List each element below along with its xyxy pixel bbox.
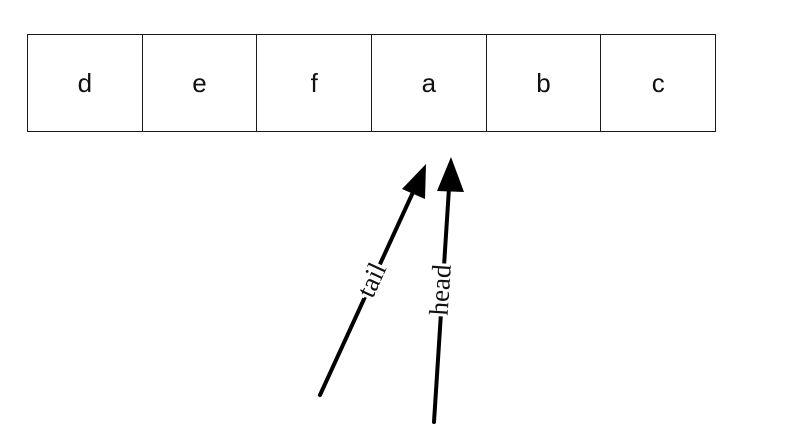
cell-label: f	[310, 67, 318, 98]
tail-arrowhead	[402, 164, 426, 199]
buffer-cell-2: f	[257, 35, 373, 131]
cell-label: d	[77, 67, 93, 98]
cell-label: e	[192, 67, 207, 98]
tail-pointer-arrow: tail	[318, 164, 426, 397]
tail-label: tail	[351, 258, 393, 302]
head-pointer-arrow: head	[421, 157, 464, 424]
buffer-cell-5: c	[601, 35, 715, 131]
buffer-cell-0: d	[28, 35, 143, 131]
tail-arrow-shaft	[318, 188, 416, 397]
cell-label: b	[536, 67, 551, 98]
buffer-cell-4: b	[487, 35, 602, 131]
cell-label: a	[421, 67, 437, 98]
cell-label: c	[651, 67, 665, 98]
head-label: head	[424, 263, 457, 316]
buffer-cell-1: e	[143, 35, 258, 131]
head-arrow-shaft	[432, 186, 451, 424]
buffer-cell-3: a	[372, 35, 487, 131]
buffer-array: d e f a b c	[27, 34, 716, 132]
head-arrowhead	[437, 157, 464, 192]
